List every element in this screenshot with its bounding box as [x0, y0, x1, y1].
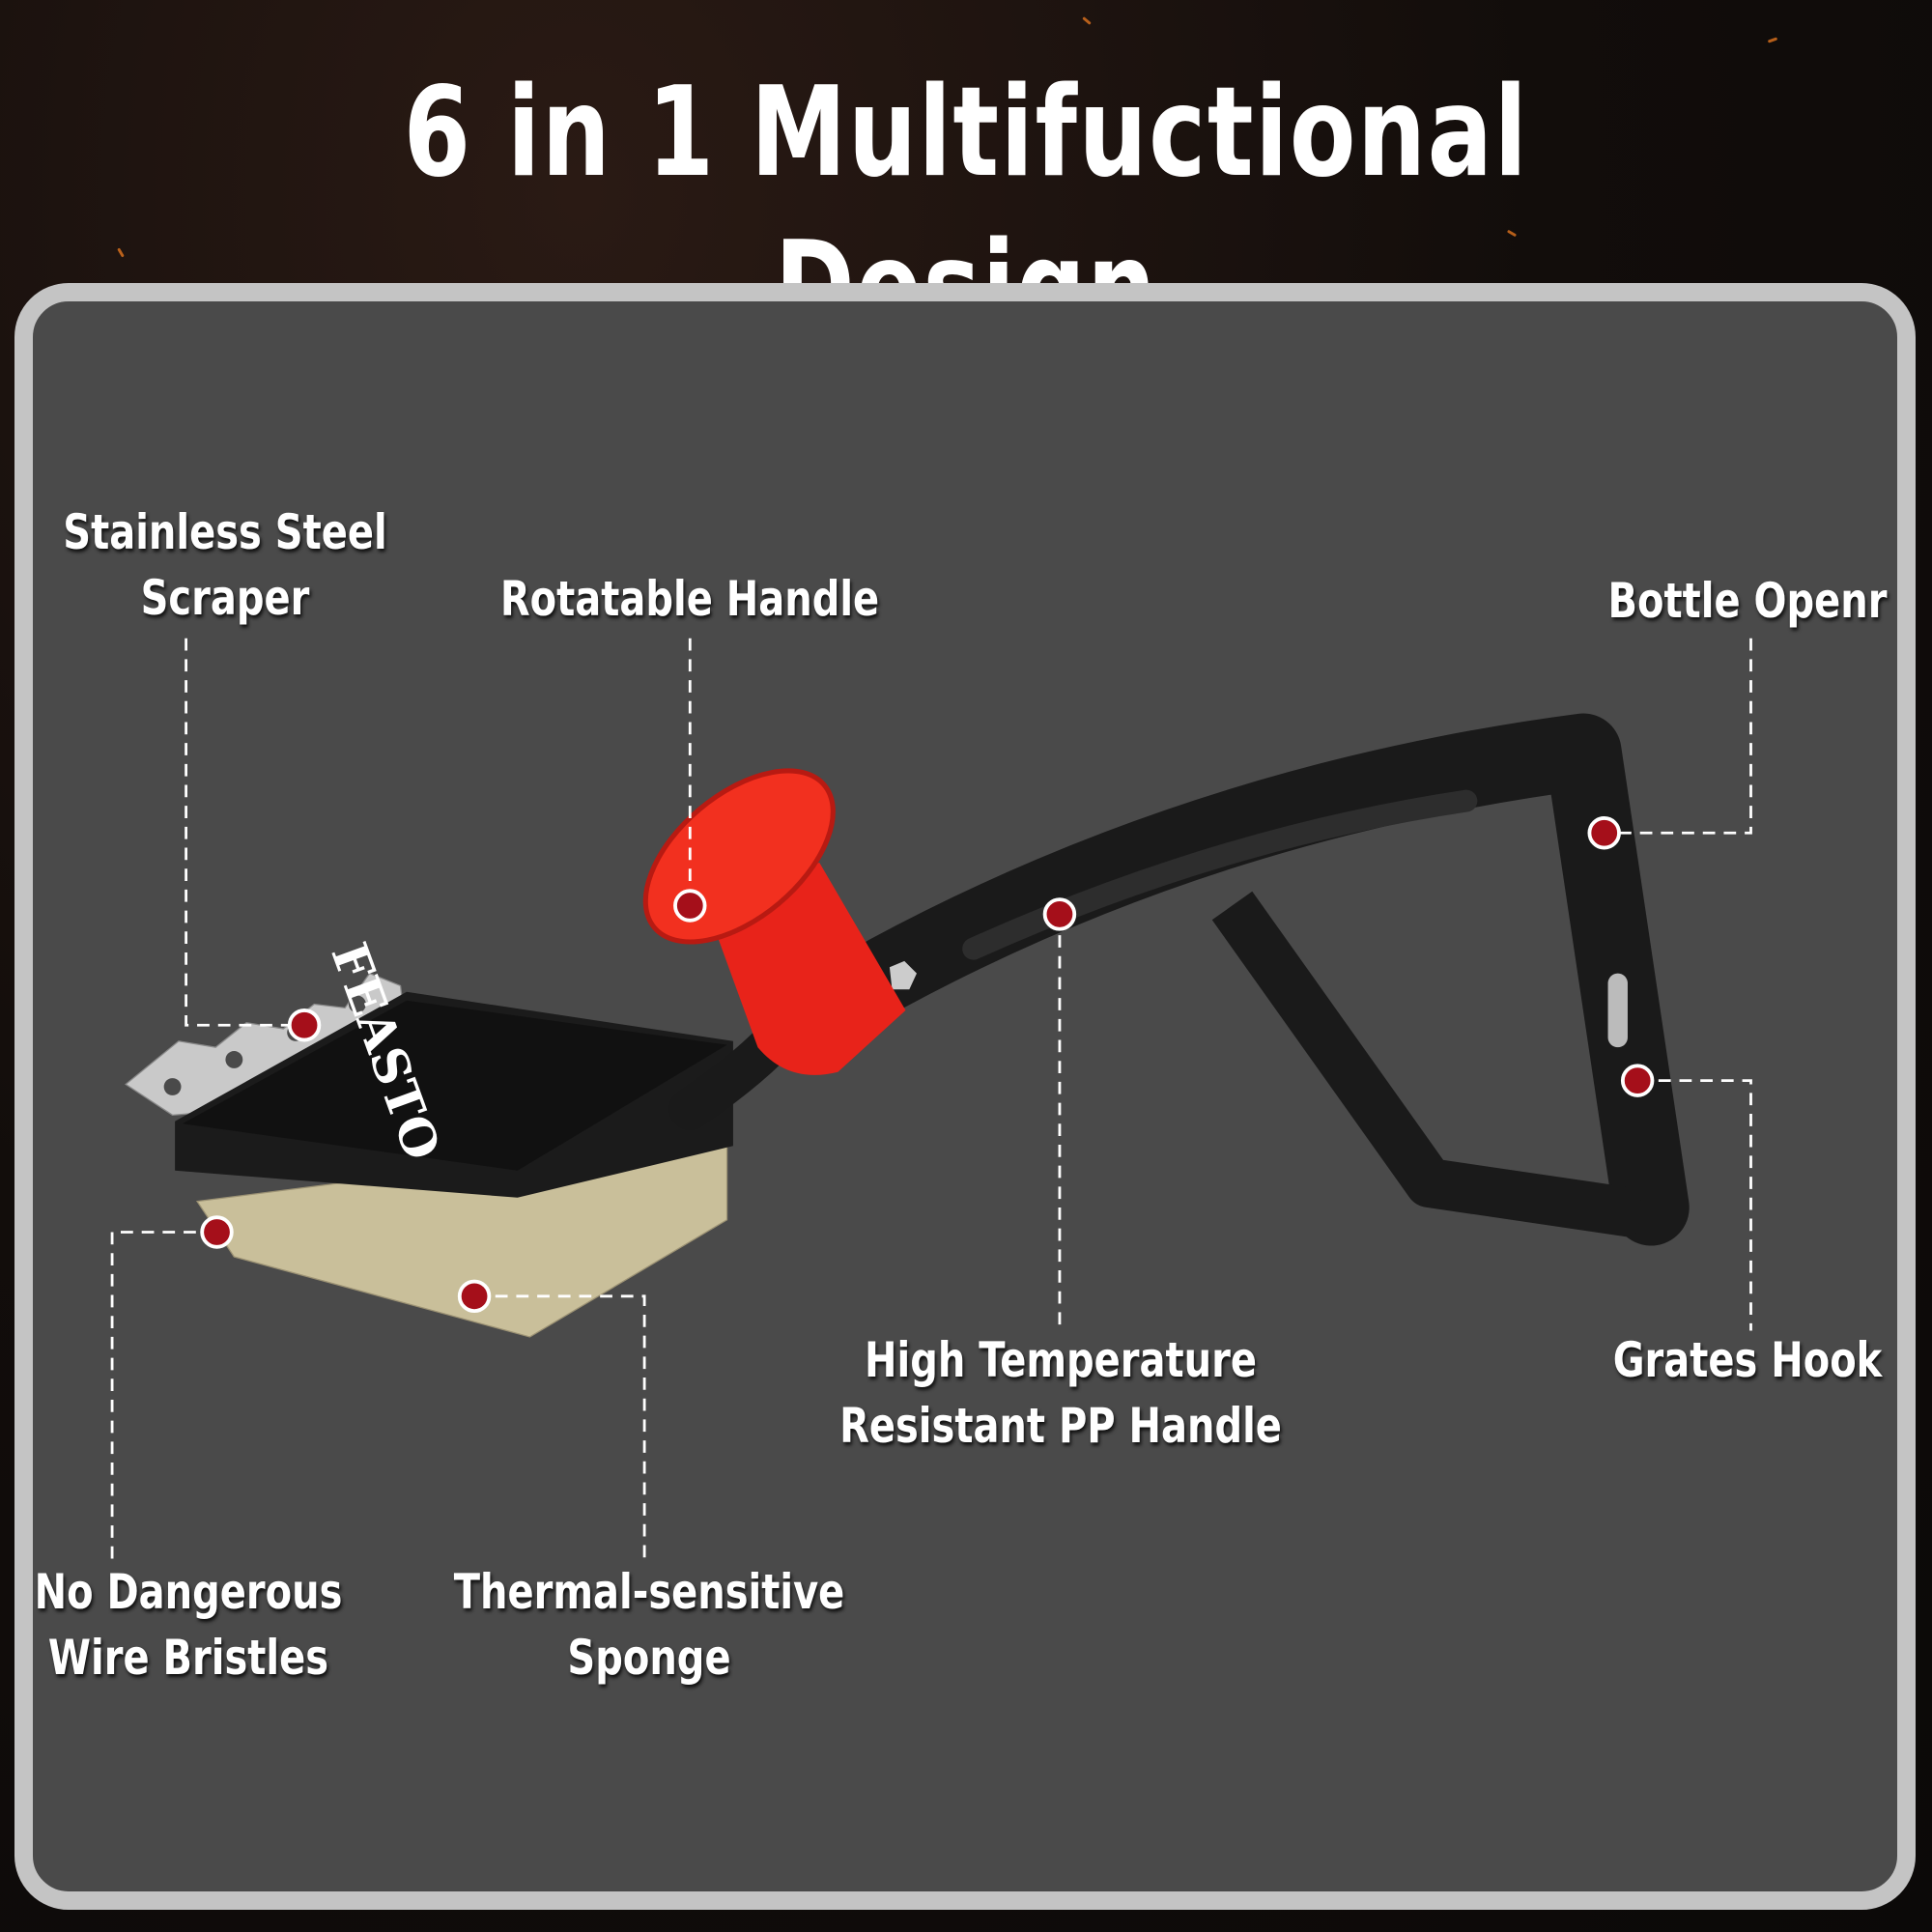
callout-lines [110, 638, 1752, 1565]
label-rotatable-handle: Rotatable Handle [500, 566, 879, 632]
bolt [889, 960, 917, 990]
label-line: High Temperature [865, 1332, 1257, 1388]
label-no-wire-bristles: No Dangerous Wire Bristles [35, 1559, 343, 1690]
label-line: Resistant PP Handle [839, 1398, 1282, 1454]
label-line: No Dangerous [34, 1564, 343, 1620]
label-thermal-sponge: Thermal-sensitive Sponge [454, 1559, 845, 1690]
pp-handle [848, 713, 1690, 1246]
label-line: Stainless Steel [63, 504, 387, 560]
label-line: Wire Bristles [47, 1630, 329, 1686]
callout-dots [200, 816, 1655, 1314]
bottle-opener-dot [1587, 816, 1621, 850]
label-stainless-steel-scraper: Stainless Steel Scraper [63, 499, 386, 631]
sponge-dot [457, 1279, 492, 1314]
label-line: Scraper [140, 570, 310, 626]
scraper-dot [287, 1009, 322, 1042]
label-line: Rotatable Handle [499, 571, 880, 627]
label-line: Sponge [567, 1630, 731, 1686]
no-bristles-dot [200, 1215, 234, 1249]
grates-hook-dot [1620, 1064, 1655, 1097]
label-pp-handle: High Temperature Resistant PP Handle [839, 1327, 1282, 1459]
rotatable-handle-dot [673, 889, 707, 923]
grates-hook-metal [1607, 973, 1628, 1048]
label-line: Thermal-sensitive [453, 1564, 845, 1620]
label-grates-hook: Grates Hook [1613, 1327, 1883, 1393]
handle-strut [1211, 891, 1643, 1238]
label-line: Grates Hook [1612, 1332, 1883, 1388]
pp-handle-dot [1042, 897, 1077, 931]
label-line: Bottle Openr [1607, 573, 1888, 629]
label-bottle-opener: Bottle Openr [1608, 568, 1888, 634]
